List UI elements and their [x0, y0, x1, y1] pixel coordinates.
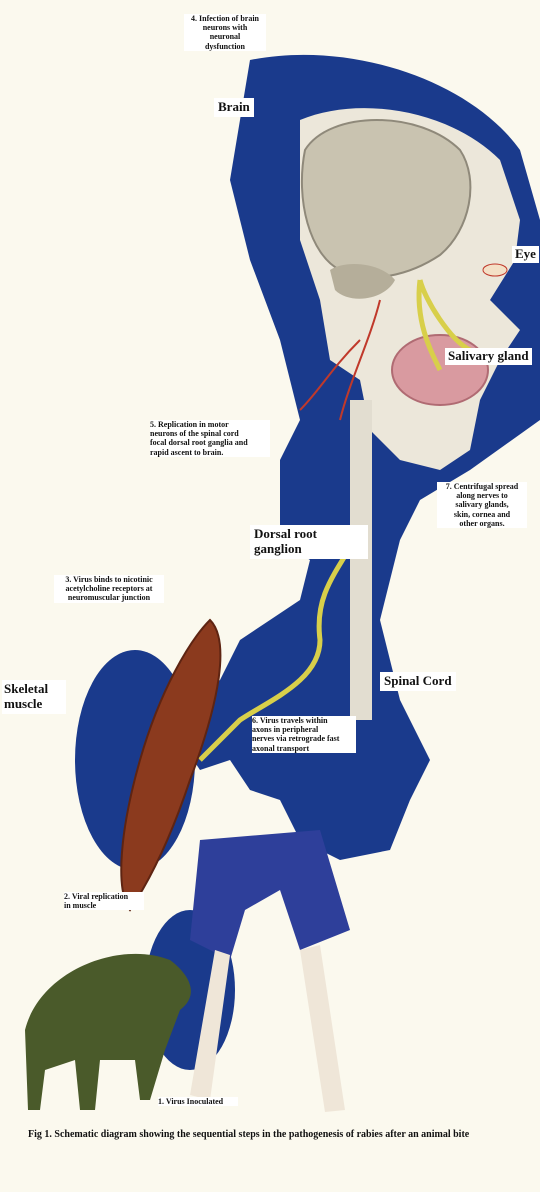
eye-shape: [483, 264, 507, 276]
wolf-shape: [25, 954, 191, 1110]
label-salivary-gland: Salivary gland: [445, 348, 532, 365]
spinal-column: [350, 400, 372, 720]
label-step1: 1. Virus Inoculated: [158, 1097, 238, 1106]
label-step7: 7. Centrifugal spread along nerves to sa…: [437, 482, 527, 528]
label-step2: 2. Viral replication in muscle: [64, 892, 144, 910]
label-step3: 3. Virus binds to nicotinic acetylcholin…: [54, 575, 164, 603]
figure-caption: Fig 1. Schematic diagram showing the seq…: [28, 1128, 498, 1141]
label-spinal-cord: Spinal Cord: [380, 672, 456, 691]
label-eye: Eye: [512, 246, 539, 263]
legs: [190, 945, 345, 1112]
label-step5: 5. Replication in motor neurons of the s…: [150, 420, 270, 457]
label-skeletal-muscle: Skeletal muscle: [2, 680, 66, 714]
label-dorsal-root-ganglion: Dorsal root ganglion: [250, 525, 368, 559]
label-brain: Brain: [214, 98, 254, 117]
label-step4: 4. Infection of brain neurons with neuro…: [184, 14, 266, 51]
label-step6: 6. Virus travels within axons in periphe…: [252, 716, 356, 753]
